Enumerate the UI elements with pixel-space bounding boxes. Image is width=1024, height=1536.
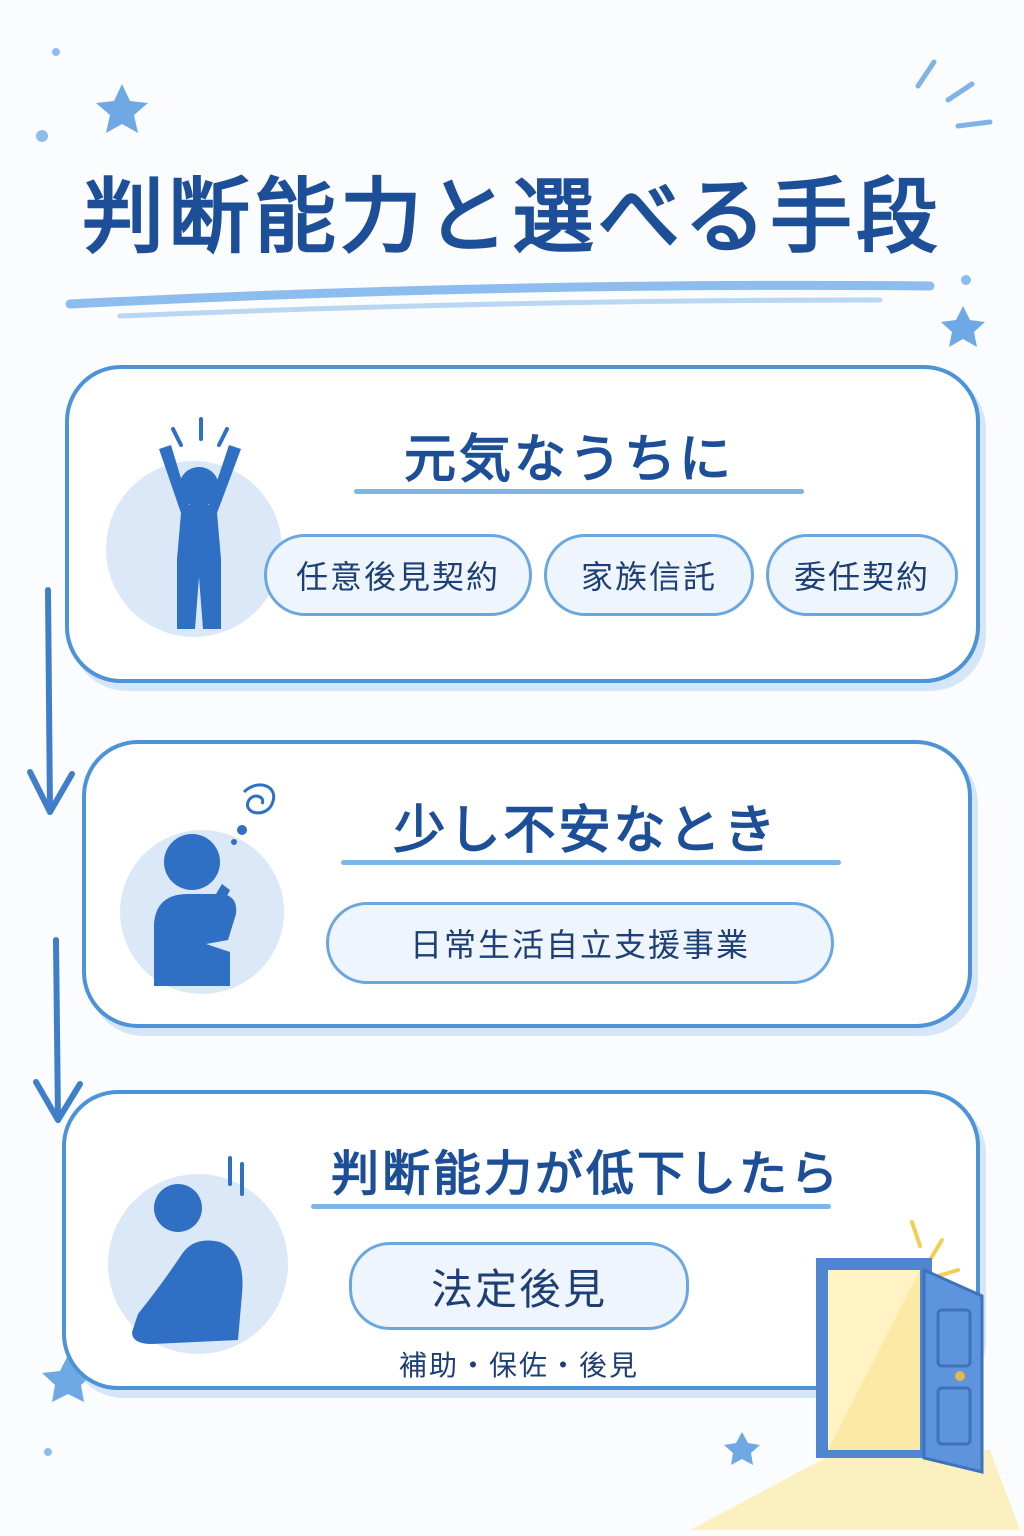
heading-underline <box>354 489 804 494</box>
stage-card-slightly-worried: 少し不安なとき 日常生活自立支援事業 <box>82 740 972 1028</box>
stage-card-healthy: 元気なうちに 任意後見契約 家族信託 委任契約 <box>65 365 980 683</box>
option-pill-statutory-guardianship: 法定後見 <box>349 1242 689 1330</box>
flow-arrow-1 <box>45 587 53 815</box>
open-door-icon <box>690 1220 1020 1530</box>
person-raising-arms-icon <box>106 417 282 637</box>
stage-heading: 少し不安なとき <box>393 801 779 861</box>
star-icon <box>941 306 985 347</box>
star-icon <box>96 84 148 133</box>
stage-heading: 元気なうちに <box>403 430 734 490</box>
option-pill-daily-life-support: 日常生活自立支援事業 <box>326 902 834 984</box>
option-pill-voluntary-guardianship: 任意後見契約 <box>264 534 532 616</box>
option-pill-family-trust: 家族信託 <box>544 534 754 616</box>
page-title: 判断能力と選べる手段 <box>81 170 942 265</box>
stage-heading: 判断能力が低下したら <box>330 1146 841 1202</box>
guardianship-types-note: 補助・保佐・後見 <box>398 1349 639 1382</box>
person-thinking-icon <box>120 783 284 994</box>
flow-arrow-2 <box>53 937 61 1123</box>
heading-underline <box>311 1204 831 1209</box>
option-pill-mandate-contract: 委任契約 <box>766 534 958 616</box>
person-sitting-down-icon <box>108 1156 288 1354</box>
heading-underline <box>341 860 841 865</box>
